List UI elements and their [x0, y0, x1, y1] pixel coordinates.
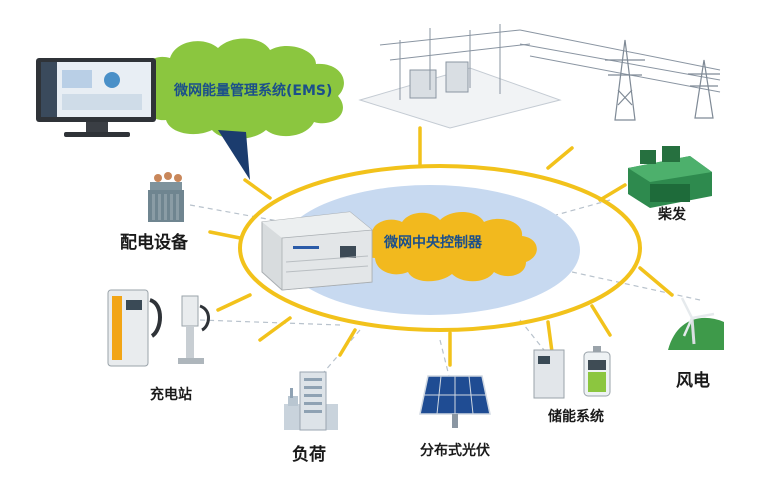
ems-monitor-icon [36, 58, 156, 137]
energy-storage-icon [533, 346, 611, 399]
building-icon [284, 371, 338, 431]
charging-station-icon [107, 289, 210, 367]
controller-device [261, 211, 373, 291]
transmission-tower-icon [605, 39, 720, 121]
ems-callout-pointer [218, 130, 250, 180]
controller-cloud [363, 211, 537, 282]
wind-power-label: 风电 [676, 371, 710, 391]
substation-icon [358, 24, 721, 129]
transformer-icon [148, 172, 184, 222]
ems-label: 微网能量管理系统(EMS) [174, 83, 333, 99]
microgrid-ring [238, 164, 642, 332]
ring-spokes [208, 126, 674, 367]
energy-storage-label: 储能系统 [548, 409, 604, 425]
controller-label: 微网中央控制器 [384, 235, 482, 251]
load-label: 负荷 [292, 445, 326, 465]
diesel-generator-label: 柴发 [658, 207, 686, 223]
solar-panel-icon [419, 375, 491, 428]
wind-turbine-icon [668, 297, 724, 350]
charging-station-label: 充电站 [150, 387, 192, 403]
ems-cloud [143, 38, 344, 139]
diesel-generator-icon [628, 146, 712, 208]
distributed-pv-label: 分布式光伏 [420, 443, 490, 459]
distribution-equipment-label: 配电设备 [120, 233, 188, 253]
